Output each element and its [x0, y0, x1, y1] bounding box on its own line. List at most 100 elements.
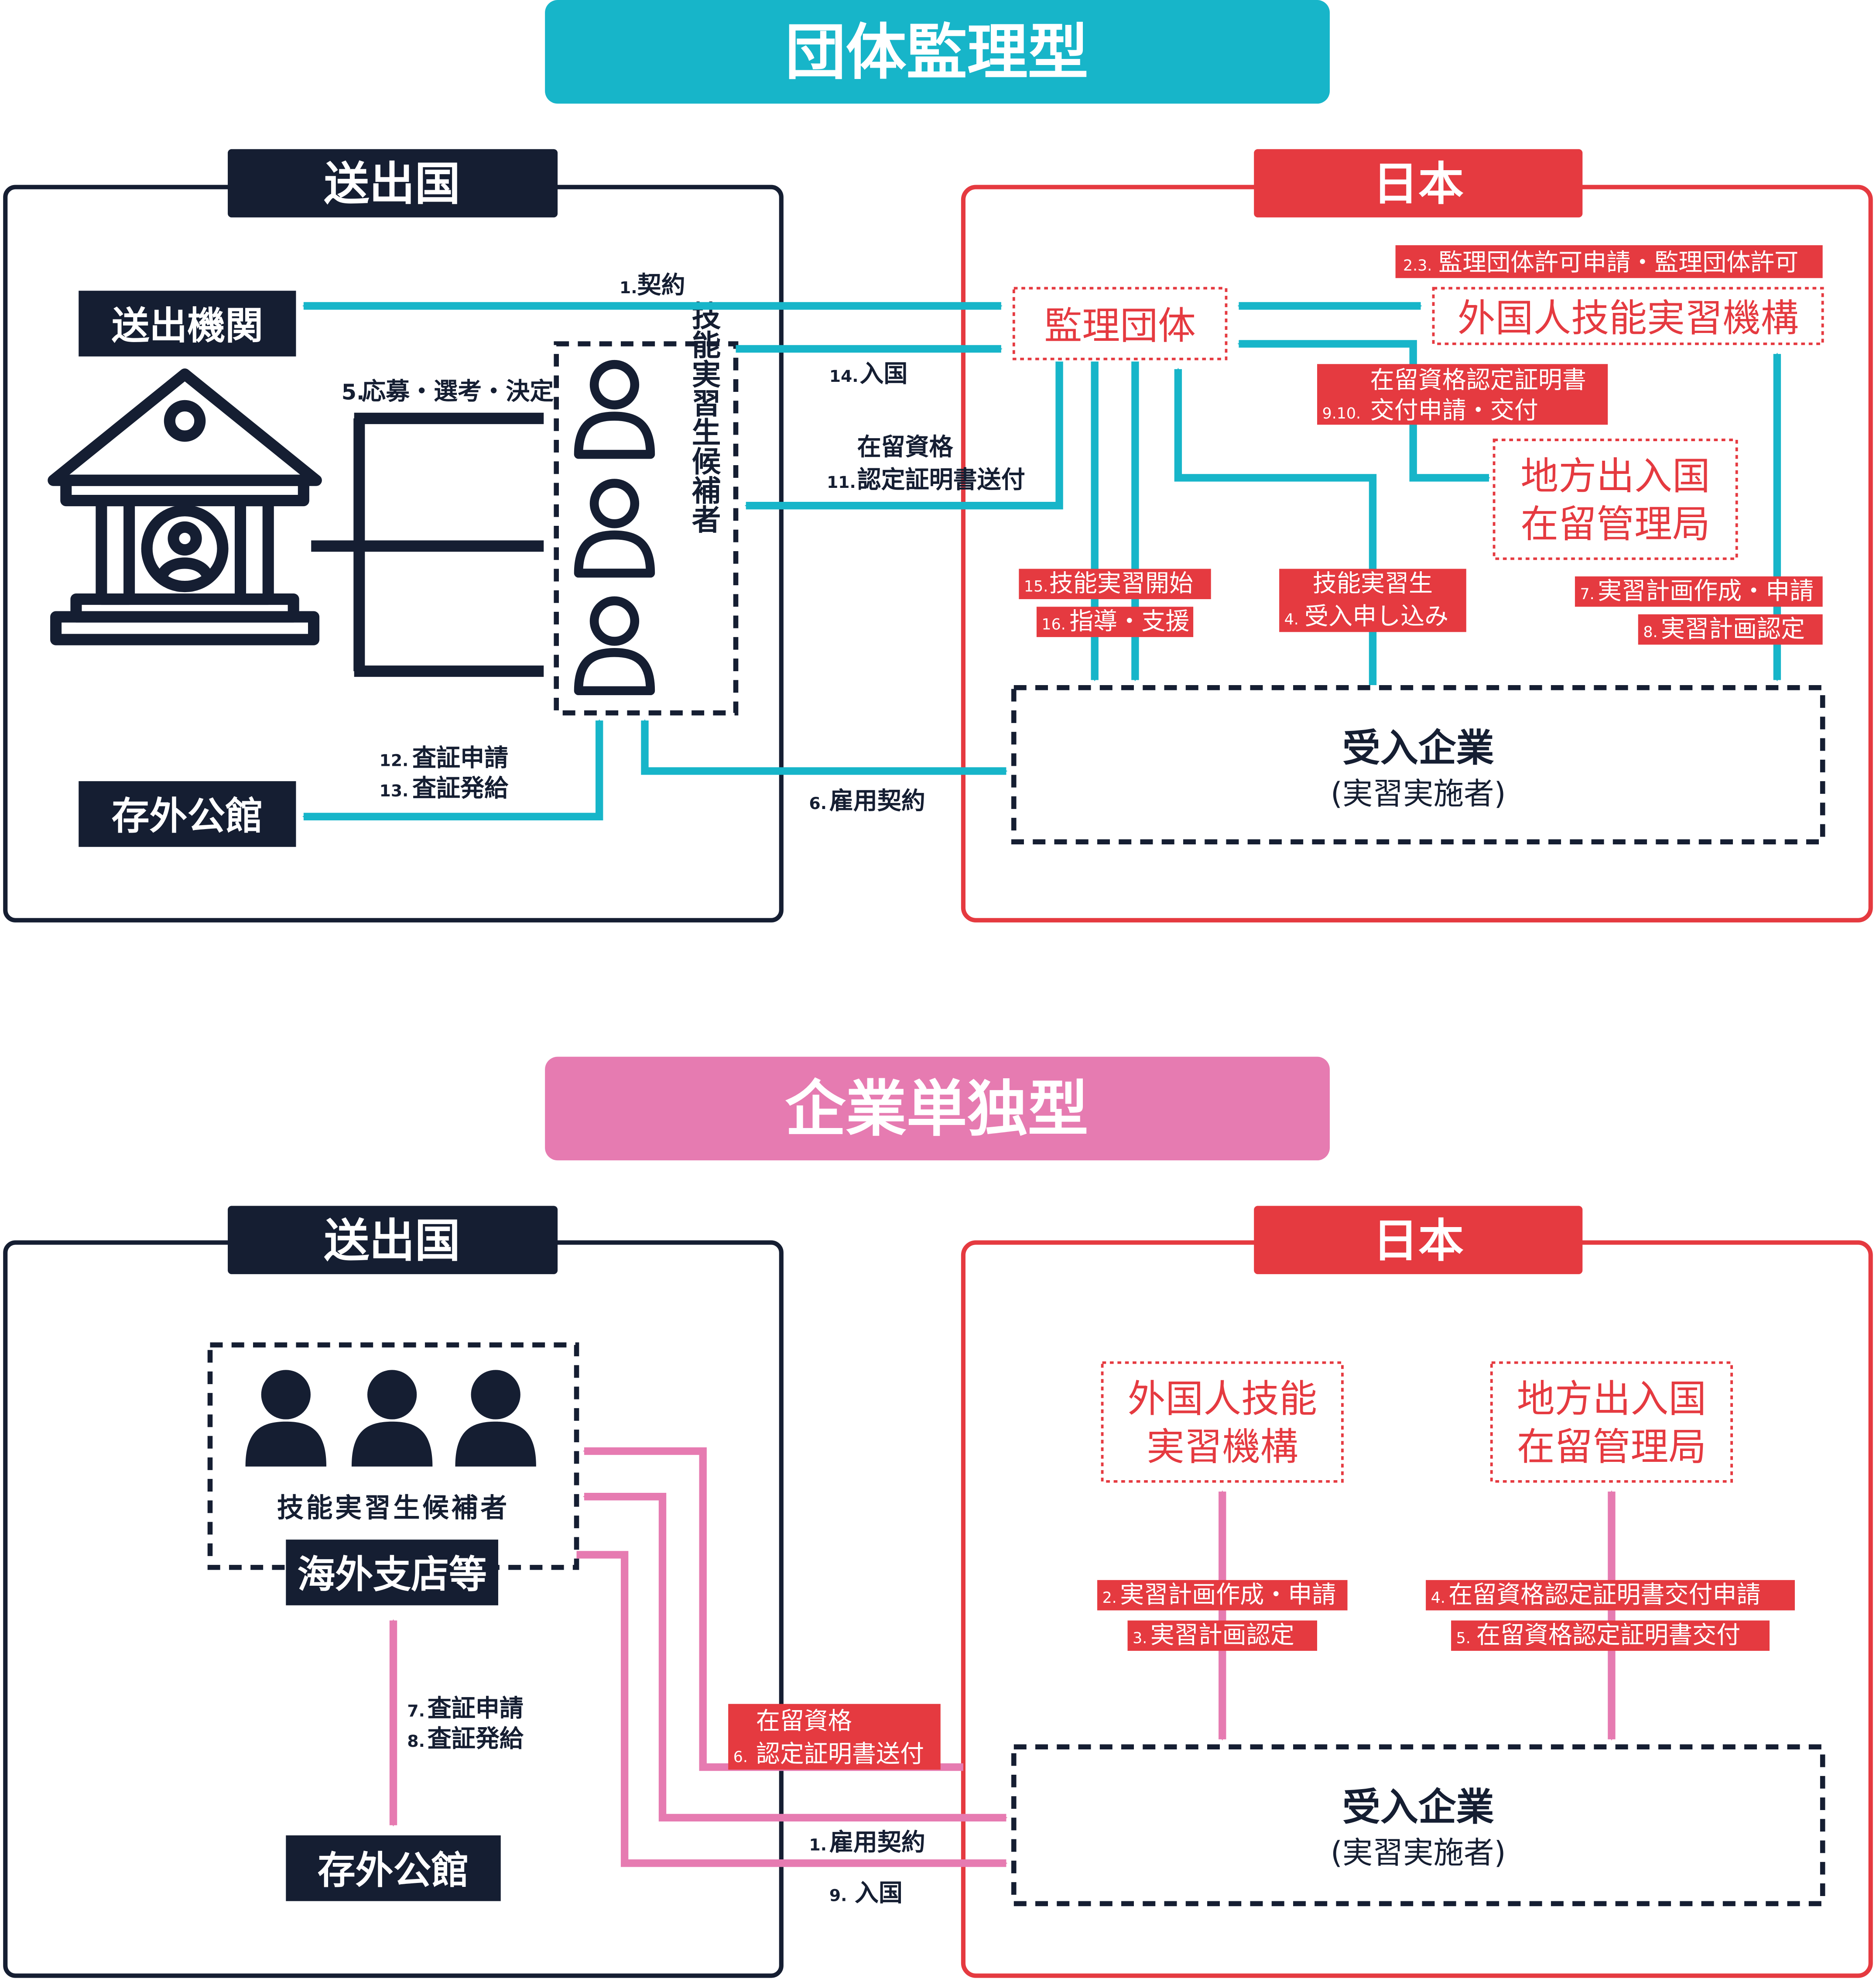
visa-apply-num: 12.	[380, 751, 409, 770]
institution-building-icon	[48, 368, 322, 645]
bottom-title-banner	[545, 1056, 1330, 1161]
employment-arrow	[583, 1492, 1008, 1822]
guidance-num: 16.	[1042, 616, 1066, 634]
person-icon	[245, 1370, 327, 1467]
b-coe-apply-tag	[1426, 1580, 1795, 1611]
guidance-tag	[1036, 607, 1194, 637]
b-visa-apply-num: 7.	[407, 1701, 425, 1721]
b-employment-label: 雇用契約	[829, 1828, 925, 1856]
bottom-candidates-label: 技能実習生候補者	[277, 1493, 510, 1523]
sending-org-label: 送出機関	[112, 304, 264, 348]
b-visa-issue-num: 8.	[407, 1732, 425, 1751]
bottom-immigration-box	[1490, 1361, 1733, 1483]
cert-send-arrow	[744, 361, 1063, 510]
supervising-org-label: 監理団体	[1044, 304, 1196, 348]
guidance-label: 指導・支援	[1069, 607, 1189, 635]
b-plan-cert-tag	[1127, 1620, 1318, 1651]
top-title-banner	[545, 0, 1330, 104]
plan-cert-tag	[1638, 614, 1823, 645]
top-japan-label: 日本	[1373, 158, 1464, 211]
b-plan-tag	[1097, 1580, 1348, 1611]
top-company-box	[1011, 685, 1825, 844]
b-cert-send-tag	[728, 1704, 941, 1770]
person-icon	[579, 364, 650, 454]
permit-num: 2.3.	[1403, 257, 1432, 274]
start-label: 技能実習開始	[1049, 569, 1193, 597]
top-immigration-box	[1493, 439, 1738, 560]
contract-num: 1.	[620, 278, 637, 297]
recruitment-connector	[311, 412, 544, 677]
bottom-immigration-line1: 地方出入国	[1517, 1377, 1706, 1421]
top-immigration-line2: 在留管理局	[1520, 502, 1710, 546]
start-num: 15.	[1024, 578, 1048, 596]
bottom-japan-label: 日本	[1373, 1214, 1464, 1267]
accept-line1: 技能実習生	[1313, 569, 1433, 597]
accept-line2: 受入申し込み	[1304, 602, 1448, 630]
person-icon	[579, 601, 650, 691]
entry-label: 入国	[859, 360, 907, 387]
b-plan-label: 実習計画作成・申請	[1120, 1581, 1336, 1608]
start-tag	[1019, 569, 1211, 600]
b-cert-send-line1: 在留資格	[756, 1707, 852, 1735]
employment-arrow	[641, 719, 1008, 775]
visa-apply-label: 査証申請	[412, 744, 508, 772]
top-sending-country-tab	[228, 149, 558, 218]
plan-num: 7.	[1580, 586, 1595, 603]
bottom-consulate-label: 存外公館	[318, 1848, 469, 1893]
bottom-consulate-box	[286, 1835, 501, 1901]
b-plan-cert-label: 実習計画認定	[1150, 1621, 1294, 1649]
bottom-title: 企業単独型	[785, 1074, 1089, 1145]
b-plan-num: 2.	[1102, 1589, 1117, 1607]
person-icon	[455, 1370, 536, 1467]
person-icon	[579, 483, 650, 573]
bottom-company-label: 受入企業	[1342, 1785, 1494, 1829]
b-coe-apply-num: 4.	[1431, 1589, 1445, 1607]
b-coe-issue-label: 在留資格認定証明書交付	[1476, 1621, 1740, 1649]
cert-send-line2: 認定証明書送付	[857, 466, 1025, 494]
recruit-num: 5.	[342, 379, 365, 405]
top-consulate-label: 存外公館	[112, 794, 264, 838]
b-visa-apply-label: 査証申請	[428, 1694, 524, 1722]
top-otit-label: 外国人技能実習機構	[1458, 296, 1799, 340]
coe-line2: 交付申請・交付	[1370, 396, 1538, 424]
visa-arrow	[302, 719, 603, 820]
b-entry-label: 入国	[855, 1879, 903, 1907]
cert-send-num: 11.	[827, 473, 856, 492]
visa-issue-label: 査証発給	[412, 774, 509, 802]
b-coe-issue-tag	[1451, 1620, 1770, 1651]
employment-label: 雇用契約	[829, 787, 925, 815]
b-coe-issue-num: 5.	[1456, 1630, 1471, 1647]
bottom-immigration-line2: 在留管理局	[1517, 1425, 1706, 1469]
top-title: 団体監理型	[785, 17, 1089, 88]
bottom-company-sub: (実習実施者)	[1331, 1835, 1506, 1871]
sending-org-box	[79, 291, 296, 357]
plan-label: 実習計画作成・申請	[1598, 577, 1814, 605]
permit-tag	[1395, 245, 1823, 278]
bottom-section: 企業単独型 送出国 日本 技能実習生候補者 海外支店等 存外公館 外国人技能 実…	[3, 1056, 1873, 1978]
top-consulate-box	[79, 781, 296, 847]
visa-issue-num: 13.	[380, 781, 409, 800]
recruit-label: 応募・選考・決定	[362, 377, 554, 405]
supervising-org-box	[1012, 287, 1228, 360]
branch-label: 海外支店等	[297, 1553, 486, 1597]
bottom-otit-line1: 外国人技能	[1128, 1377, 1317, 1421]
b-plan-cert-num: 3.	[1133, 1630, 1147, 1647]
b-entry-num: 9.	[829, 1886, 847, 1905]
b-cert-send-num: 6.	[733, 1749, 748, 1766]
branch-box	[286, 1540, 498, 1605]
plan-cert-num: 8.	[1643, 624, 1657, 641]
top-japan-tab	[1254, 149, 1583, 218]
bottom-candidates-box	[207, 1342, 579, 1570]
b-cert-send-line2: 認定証明書送付	[756, 1740, 924, 1768]
bottom-japan-tab	[1254, 1206, 1583, 1274]
top-company-label: 受入企業	[1342, 726, 1494, 770]
bottom-otit-box	[1101, 1361, 1344, 1483]
top-company-sub: (実習実施者)	[1331, 776, 1506, 811]
top-candidates-box	[554, 341, 739, 716]
entry-num: 14.	[829, 367, 859, 386]
plan-tag	[1575, 576, 1823, 607]
top-candidates-label: 技能実習生候補者	[687, 301, 721, 533]
coe-line1: 在留資格認定証明書	[1370, 366, 1586, 394]
employment-num: 6.	[809, 794, 827, 813]
